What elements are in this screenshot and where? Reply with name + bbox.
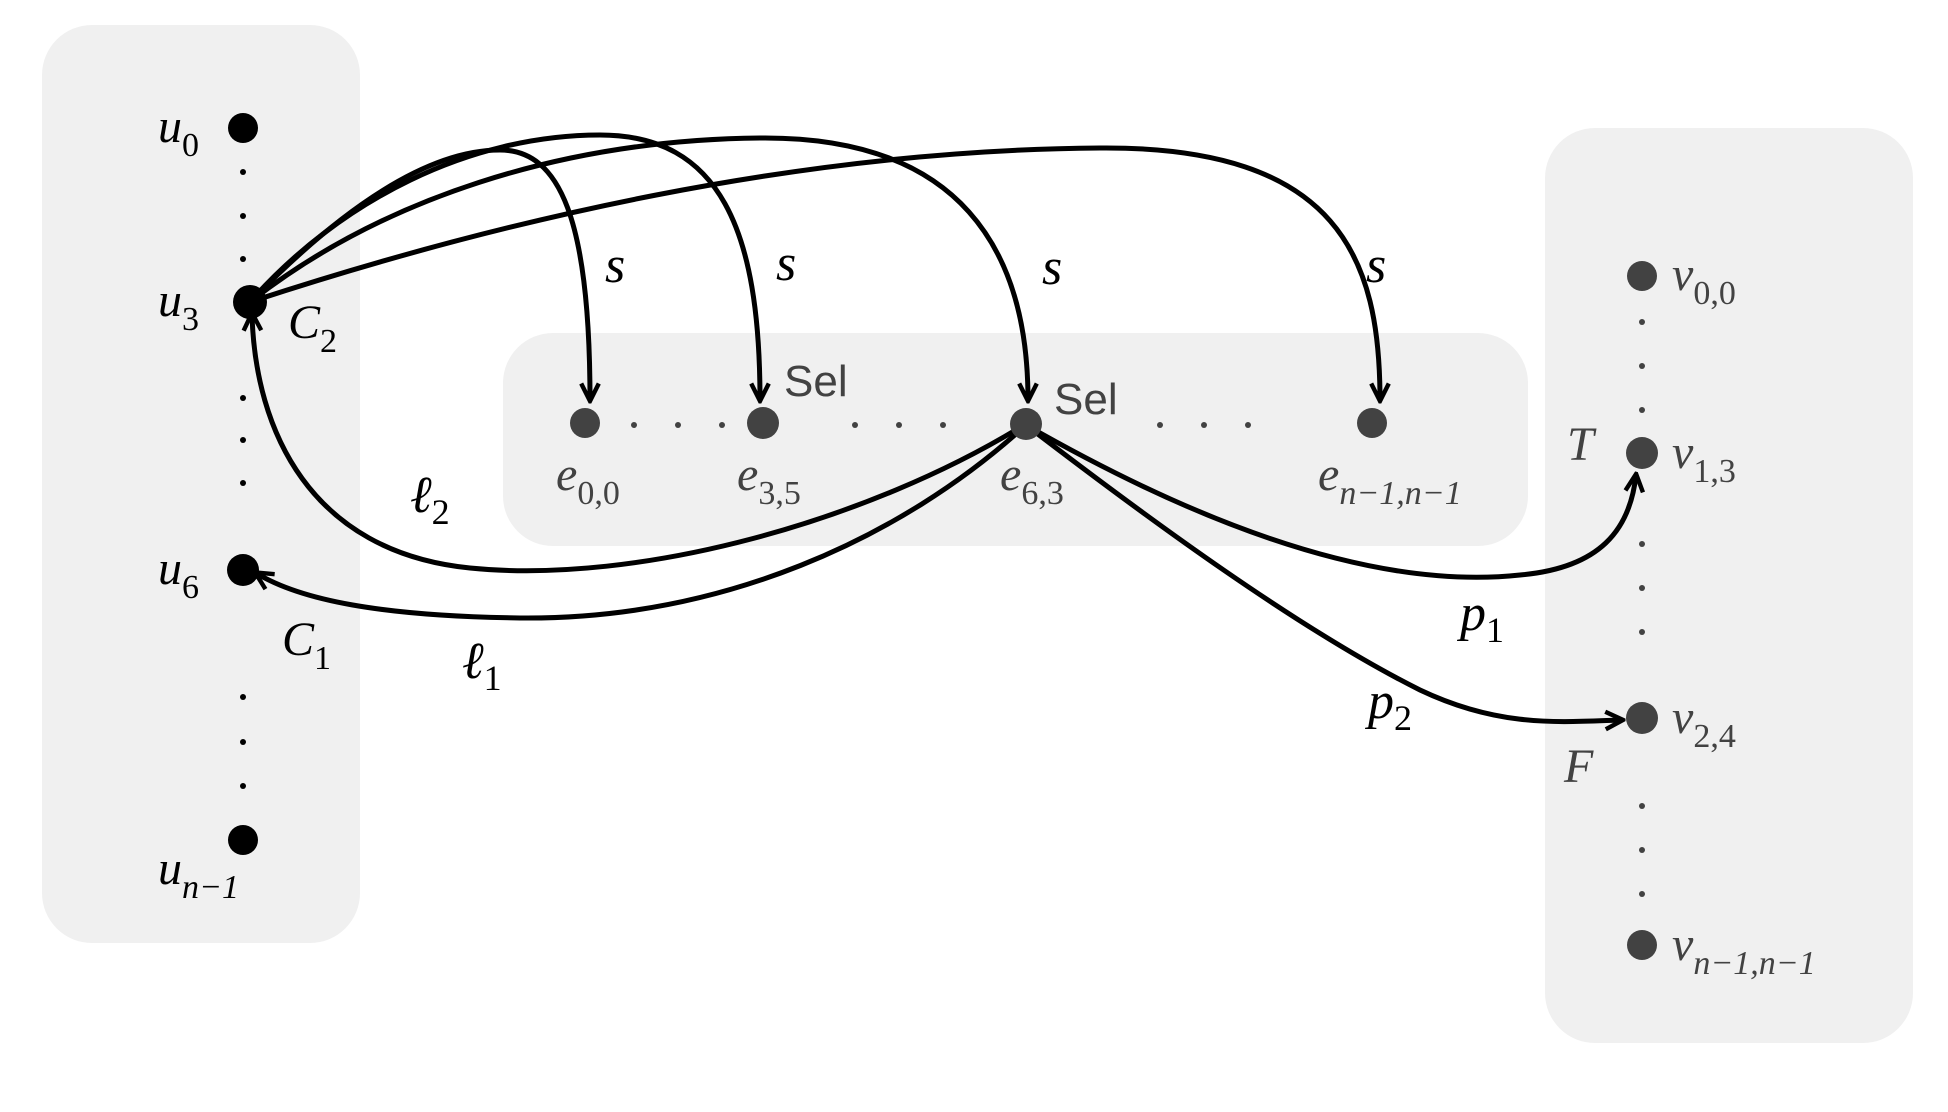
label-u6: u6 [158, 542, 199, 606]
label-p2: p2 [1364, 673, 1412, 738]
label-e35: e3,5 [737, 448, 801, 512]
label-s-e63: s [1042, 239, 1062, 296]
label-en: en−1,n−1 [1318, 448, 1462, 512]
node-v13 [1626, 437, 1658, 469]
edge-l1-e63-u6 [256, 423, 1028, 621]
edge-l2-e63-u3 [252, 314, 1026, 574]
label-e00: e0,0 [556, 448, 620, 512]
ellipsis-u0-u3 [240, 169, 246, 262]
ellipsis-v13-v24 [1639, 541, 1645, 635]
label-v24: v2,4 [1672, 691, 1736, 755]
label-e63: e6,3 [1000, 448, 1064, 512]
node-u6 [227, 554, 259, 586]
label-l2: ℓ2 [410, 467, 450, 532]
label-vn: vn−1,n−1 [1672, 918, 1816, 982]
label-v00: v0,0 [1672, 248, 1736, 312]
label-f: F [1563, 740, 1594, 793]
label-v13: v1,3 [1672, 426, 1736, 490]
value-group-v-panel [1545, 128, 1913, 1043]
label-un1: un−1 [158, 842, 239, 906]
node-un1 [228, 825, 258, 855]
node-v00 [1627, 261, 1657, 291]
label-s-e35: s [776, 235, 796, 292]
ellipsis-u3-u6 [240, 395, 246, 486]
label-t: T [1567, 418, 1597, 471]
label-sel-e63: Sel [1054, 375, 1118, 424]
node-e00 [570, 408, 600, 438]
label-c2: C2 [288, 296, 337, 360]
edge-p1-e63-v13 [1024, 422, 1636, 580]
node-en [1357, 408, 1387, 438]
node-e63 [1010, 408, 1042, 440]
ellipsis-e00-e35 [631, 422, 725, 428]
node-u0 [228, 113, 258, 143]
label-s-en: s [1366, 237, 1386, 294]
label-u0: u0 [158, 100, 199, 164]
node-vn [1627, 930, 1657, 960]
ellipsis-v00-v13 [1639, 319, 1645, 413]
ellipsis-u6-un [240, 694, 246, 789]
label-l1: ℓ1 [462, 633, 502, 698]
ellipsis-v24-vn [1639, 803, 1645, 897]
label-c1: C1 [282, 613, 331, 677]
label-p1: p1 [1456, 585, 1504, 650]
edge-p2-e63-v24 [1024, 423, 1622, 722]
edge-s-u3-en [249, 145, 1380, 400]
edge-group-e-panel [503, 333, 1528, 546]
edge-s-u3-e35 [248, 132, 760, 400]
node-u3 [233, 285, 267, 319]
node-e35 [747, 407, 779, 439]
label-u3: u3 [158, 274, 199, 338]
label-s-e00: s [605, 237, 625, 294]
node-v24 [1626, 702, 1658, 734]
ellipsis-e35-e63 [852, 422, 946, 428]
ellipsis-e63-en [1157, 422, 1251, 428]
vertex-group-u-panel [42, 25, 360, 943]
label-sel-e35: Sel [784, 357, 848, 406]
edge-s-u3-e63 [248, 135, 1028, 400]
